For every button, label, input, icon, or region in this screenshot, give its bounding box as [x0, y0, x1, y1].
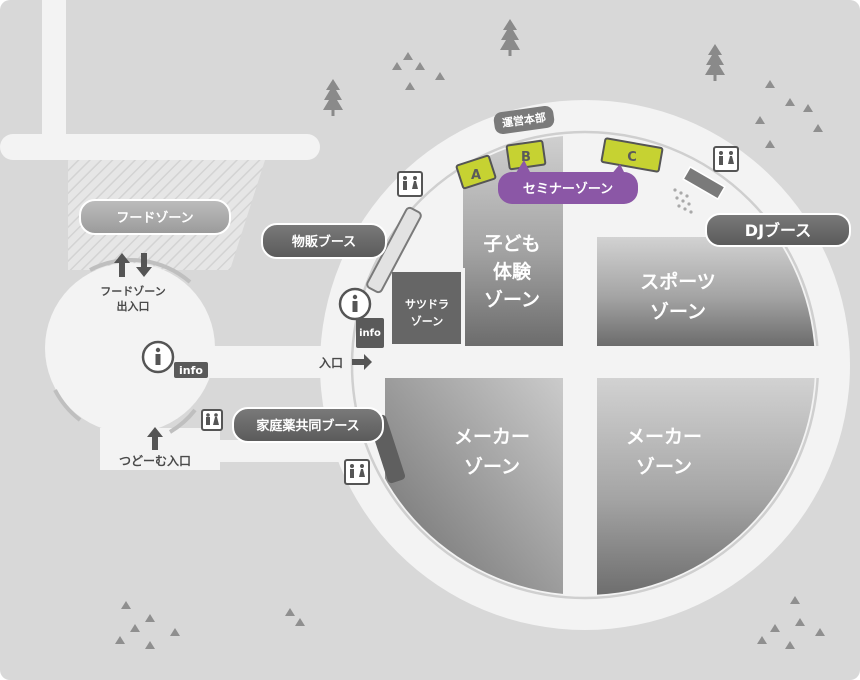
svg-text:運営本部: 運営本部	[501, 110, 547, 130]
svg-text:C: C	[627, 150, 637, 165]
svg-text:物販ブース: 物販ブース	[292, 234, 356, 250]
food-zone-label[interactable]: フードゾーン	[79, 199, 231, 235]
arrow-icon	[352, 354, 372, 370]
headquarters-label[interactable]: 運営本部	[493, 105, 555, 135]
svg-text:info: info	[359, 328, 381, 339]
arrow-icon	[114, 253, 152, 277]
svg-text:セミナーゾーン: セミナーゾーン	[523, 181, 613, 197]
dj-booth-icon	[673, 165, 726, 214]
svg-text:A: A	[471, 168, 481, 183]
merch-booth-bar[interactable]	[366, 206, 422, 294]
svg-text:フードゾーン: フードゾーン	[116, 210, 193, 226]
entrance-label: 入口	[319, 356, 343, 370]
seminar-booth-a[interactable]: A	[455, 154, 497, 190]
svg-text:B: B	[521, 150, 531, 165]
home-medicine-booth-label[interactable]: 家庭薬共同ブース	[232, 407, 384, 443]
merch-booth-label[interactable]: 物販ブース	[261, 223, 387, 259]
food-zone-entrance-label-2: 出入口	[117, 299, 150, 313]
maker-zone-left-label-2: ゾーン	[464, 456, 520, 478]
sports-zone-label-2: ゾーン	[650, 301, 706, 323]
restroom-icon	[397, 171, 423, 197]
seminar-zone-label[interactable]: セミナーゾーン	[498, 160, 638, 204]
seminar-booth-b[interactable]: B	[505, 139, 547, 171]
arrow-icon	[147, 427, 163, 450]
kids-zone-label-2: 体験	[493, 260, 532, 283]
svg-text:DJブース: DJブース	[745, 221, 811, 240]
satsudora-zone-label: サツドラ	[405, 298, 449, 311]
sports-zone[interactable]	[597, 237, 832, 346]
maker-zone-right-label-2: ゾーン	[636, 456, 692, 478]
roads	[0, 0, 400, 470]
info-icon[interactable]: info	[338, 287, 384, 348]
dj-booth-label[interactable]: DJブース	[705, 213, 851, 247]
restroom-icon	[201, 409, 223, 431]
sports-zone-label: スポーツ	[640, 270, 716, 293]
food-zone-plaza	[45, 263, 215, 433]
restroom-icon	[344, 459, 370, 485]
satsudora-zone-label-2: ゾーン	[411, 314, 443, 328]
food-zone-entrance-label: フードゾーン	[100, 284, 165, 298]
svg-text:info: info	[179, 364, 203, 377]
maker-zone-left-label: メーカー	[454, 426, 530, 448]
svg-text:家庭薬共同ブース: 家庭薬共同ブース	[256, 418, 359, 434]
kids-zone-label: 子ども	[483, 233, 540, 255]
tsudome-entrance-label: つどーむ入口	[119, 454, 191, 468]
info-icon[interactable]: info	[141, 340, 208, 378]
kids-zone-label-3: ゾーン	[484, 289, 540, 311]
seminar-booth-c[interactable]: C	[600, 137, 664, 173]
maker-zone-right-label: メーカー	[626, 426, 702, 448]
restroom-icon	[713, 146, 739, 172]
satsudora-zone[interactable]	[388, 268, 465, 348]
